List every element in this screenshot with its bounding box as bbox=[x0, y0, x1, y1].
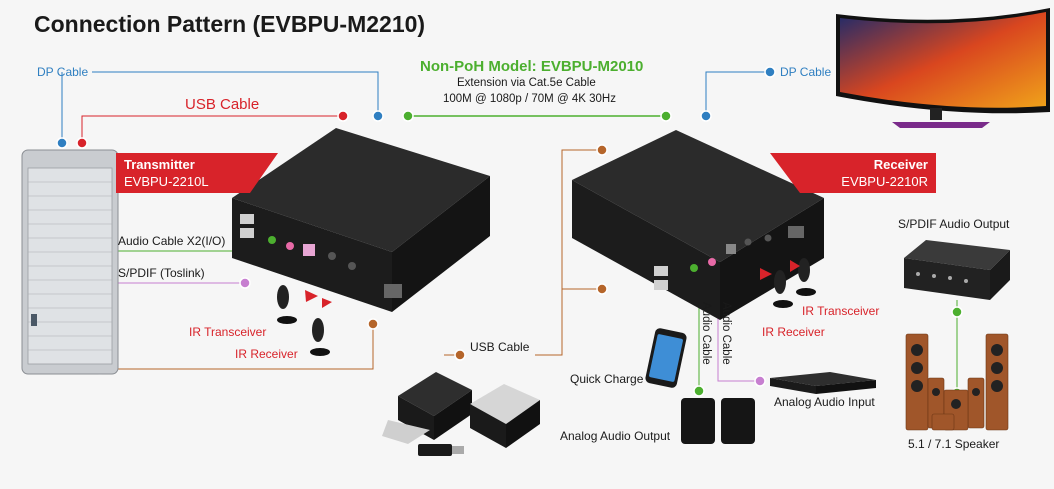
transmitter-box-illustration bbox=[232, 128, 490, 312]
receiver-box-illustration bbox=[572, 130, 824, 320]
receiver-banner: Receiver EVBPU-2210R bbox=[832, 156, 928, 196]
transmitter-model: EVBPU-2210L bbox=[124, 174, 209, 189]
analog-audio-input-label: Analog Audio Input bbox=[774, 395, 875, 409]
dp-cable-left-line bbox=[61, 71, 379, 143]
pc-tower-illustration bbox=[21, 149, 119, 375]
center-model-title: Non-PoH Model: EVBPU-M2010 bbox=[420, 58, 644, 75]
usb-cable-top-label: USB Cable bbox=[185, 96, 260, 113]
speaker-label: 5.1 / 7.1 Speaker bbox=[908, 437, 1000, 451]
audio-cable-x2-label: Audio Cable X2(I/O) bbox=[118, 234, 226, 248]
ir-transceiver-right-label: IR Transceiver bbox=[802, 304, 880, 318]
ir-sensors-left-illustration bbox=[277, 285, 332, 356]
ir-sensors-right-illustration bbox=[760, 258, 816, 308]
usb-cable-bottom-label: USB Cable bbox=[470, 340, 530, 354]
analog-audio-output-label: Analog Audio Output bbox=[560, 429, 671, 443]
spdif-audio-output-label: S/PDIF Audio Output bbox=[898, 217, 1010, 231]
diagram-title: Connection Pattern (EVBPU-M2210) bbox=[34, 11, 426, 37]
audio-cable-vertical-2: Audio Cable bbox=[720, 302, 732, 365]
speaker-cones bbox=[911, 344, 1003, 409]
dp-cable-right-line bbox=[705, 71, 768, 116]
monitor-illustration bbox=[836, 8, 1050, 128]
printer-scanner-illustration bbox=[382, 372, 540, 456]
quick-charge-label: Quick Charge bbox=[570, 372, 644, 386]
receiver-model: EVBPU-2210R bbox=[841, 174, 928, 189]
ir-receiver-left-label: IR Receiver bbox=[235, 347, 298, 361]
ir-receiver-right-label: IR Receiver bbox=[762, 325, 825, 339]
transmitter-label: Transmitter bbox=[124, 157, 195, 172]
transmitter-banner-shape bbox=[116, 153, 278, 193]
audio-cable-vertical-1: Audio Cable bbox=[700, 302, 712, 365]
ir-transceiver-left-label: IR Transceiver bbox=[189, 325, 267, 339]
dp-cable-left-label: DP Cable bbox=[37, 65, 89, 79]
spdif-toslink-label: S/PDIF (Toslink) bbox=[118, 266, 205, 280]
amplifier-illustration bbox=[904, 240, 1010, 300]
transmitter-banner: Transmitter EVBPU-2210L bbox=[124, 156, 209, 196]
center-line-1: Extension via Cat.5e Cable bbox=[457, 77, 596, 89]
receiver-label: Receiver bbox=[873, 157, 928, 172]
usb-cable-top-line bbox=[81, 115, 343, 143]
center-line-2: 100M @ 1080p / 70M @ 4K 30Hz bbox=[443, 93, 616, 105]
receiver-banner-shape bbox=[770, 153, 936, 193]
audio-input-device-illustration bbox=[770, 372, 876, 394]
dp-cable-right-label: DP Cable bbox=[780, 65, 832, 79]
phone-illustration bbox=[645, 328, 687, 388]
ir-left-line bbox=[100, 324, 374, 370]
analog-speakers-illustration bbox=[681, 398, 755, 444]
